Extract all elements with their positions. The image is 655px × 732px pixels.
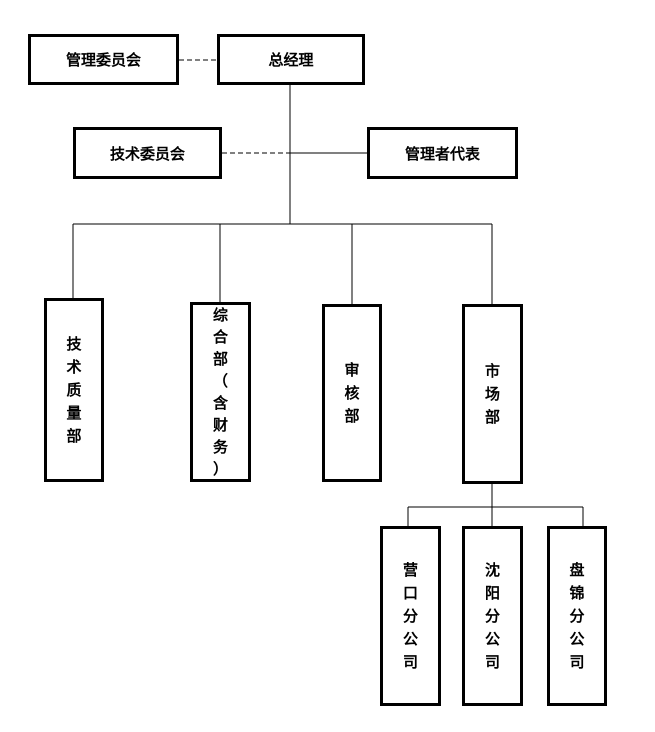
- general-affairs-dept-label: 综合部（含财务）: [212, 306, 228, 478]
- general-affairs-dept-box: 综合部（含财务）: [190, 302, 251, 482]
- management-representative-label: 管理者代表: [404, 144, 480, 163]
- management-representative-box: 管理者代表: [367, 127, 518, 179]
- management-committee-box: 管理委员会: [28, 34, 179, 85]
- audit-dept-label: 审核部: [344, 360, 360, 425]
- technical-committee-box: 技术委员会: [73, 127, 222, 179]
- technical-quality-dept-label: 技术质量部: [66, 334, 82, 445]
- management-committee-label: 管理委员会: [65, 51, 141, 69]
- yingkou-branch-label: 营口分公司: [402, 560, 418, 671]
- panjin-branch-label: 盘锦分公司: [569, 560, 585, 671]
- technical-quality-dept-box: 技术质量部: [44, 298, 104, 482]
- audit-dept-box: 审核部: [322, 304, 382, 482]
- general-manager-box: 总经理: [217, 34, 365, 85]
- shenyang-branch-label: 沈阳分公司: [484, 560, 500, 671]
- market-dept-label: 市场部: [484, 361, 500, 426]
- yingkou-branch-box: 营口分公司: [380, 526, 441, 706]
- general-manager-label: 总经理: [268, 51, 314, 69]
- market-dept-box: 市场部: [462, 304, 523, 484]
- technical-committee-label: 技术委员会: [109, 144, 185, 163]
- panjin-branch-box: 盘锦分公司: [547, 526, 607, 706]
- shenyang-branch-box: 沈阳分公司: [462, 526, 523, 706]
